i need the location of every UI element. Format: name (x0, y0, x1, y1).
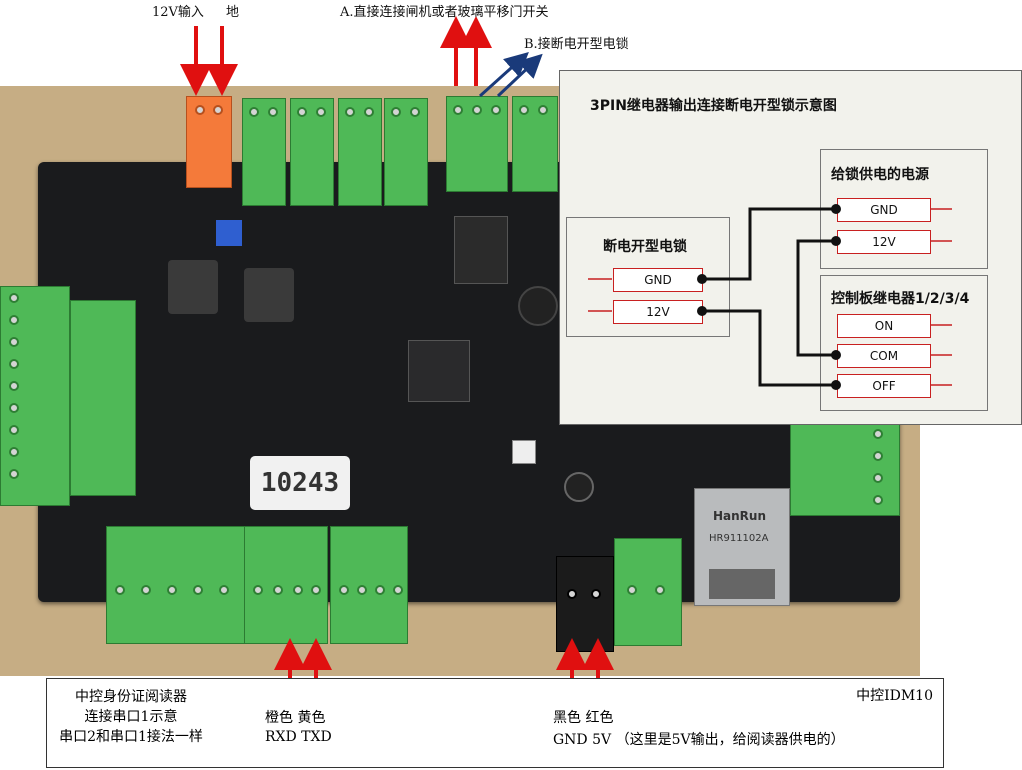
relay-terminal (446, 96, 508, 192)
serial-colors: 橙色 黄色 (265, 710, 326, 726)
inductor (168, 260, 218, 314)
node-lock-12v (697, 306, 707, 316)
relay (454, 216, 508, 284)
arrow-option-b-1 (478, 51, 529, 98)
lock-box: 断电开型电锁 GND 12V (566, 217, 730, 337)
bottom-info-box: 中控身份证阅读器 连接串口1示意 串口2和串口1接法一样 橙色 黄色 RXD T… (46, 678, 944, 768)
serial-signals: RXD TXD (265, 729, 332, 745)
capacitor (564, 472, 594, 502)
power-signals: GND 5V （这里是5V输出，给阅读器供电的） (553, 732, 845, 748)
node-relay-com (831, 350, 841, 360)
node-supply-gnd (831, 204, 841, 214)
reader-line-2: 连接串口1示意 (84, 709, 178, 725)
reader-info: 中控身份证阅读器 连接串口1示意 串口2和串口1接法一样 (47, 687, 215, 747)
buzzer (518, 286, 558, 326)
device-model: 中控IDM10 (856, 688, 933, 704)
label-ground: 地 (226, 5, 240, 20)
node-supply-12v (831, 236, 841, 246)
relay-title: 控制板继电器1/2/3/4 (831, 291, 970, 307)
terminal-block (338, 98, 382, 206)
left-terminal (0, 286, 70, 506)
bottom-terminal (106, 526, 246, 644)
lock-pin-12v: 12V (613, 300, 703, 324)
lock-title: 断电开型电锁 (603, 239, 687, 255)
wire-lock-gnd-to-supply-gnd (702, 207, 836, 281)
relay-box: 控制板继电器1/2/3/4 ON COM OFF (820, 275, 988, 411)
right-terminal (790, 420, 900, 516)
supply-pin-12v: 12V (837, 230, 931, 254)
label-12v-input: 12V输入 (152, 5, 204, 20)
node-relay-off (831, 380, 841, 390)
relay-terminal (512, 96, 558, 192)
arrow-option-b-2 (496, 53, 543, 98)
reader-line-1: 中控身份证阅读器 (75, 689, 187, 705)
relay-pin-on: ON (837, 314, 931, 338)
label-option-a: A.直接连接闸机或者玻璃平移门开关 (340, 5, 549, 20)
mcu-chip (408, 340, 470, 402)
node-lock-gnd (697, 274, 707, 284)
reader-line-3: 串口2和串口1接法一样 (59, 729, 203, 745)
ethernet-jack: HanRun HR911102A (694, 488, 790, 606)
terminal-block (384, 98, 428, 206)
ethernet-port (709, 569, 775, 599)
inductor (244, 268, 294, 322)
lock-pin-gnd: GND (613, 268, 703, 292)
ethernet-brand: HanRun (713, 509, 767, 523)
terminal-block (242, 98, 286, 206)
label-option-b: B.接断电开型电锁 (524, 37, 629, 52)
board-serial-label: 10243 (250, 456, 350, 510)
reset-button (512, 440, 536, 464)
reader-power-terminal (556, 556, 614, 652)
left-terminal-body (70, 300, 136, 496)
panel-title: 3PIN继电器输出连接断电开型锁示意图 (590, 98, 837, 114)
wire-lock-12v-to-relay-off (702, 309, 836, 387)
com1-terminal (244, 526, 328, 644)
power-terminal (186, 96, 232, 188)
wire-supply-12v-to-relay-com (796, 239, 836, 357)
ethernet-model: HR911102A (709, 533, 769, 544)
wiring-diagram-panel: 3PIN继电器输出连接断电开型锁示意图 断电开型电锁 GND 12V 给锁供电的… (559, 70, 1022, 425)
wiring-lines (588, 204, 952, 390)
com2-terminal (330, 526, 408, 644)
power-supply-box: 给锁供电的电源 GND 12V (820, 149, 988, 269)
power-supply-title: 给锁供电的电源 (831, 167, 929, 183)
relay-pin-off: OFF (837, 374, 931, 398)
potentiometer (216, 220, 242, 246)
terminal-block (290, 98, 334, 206)
power-colors: 黑色 红色 (553, 710, 614, 726)
bottom-right-terminal (614, 538, 682, 646)
